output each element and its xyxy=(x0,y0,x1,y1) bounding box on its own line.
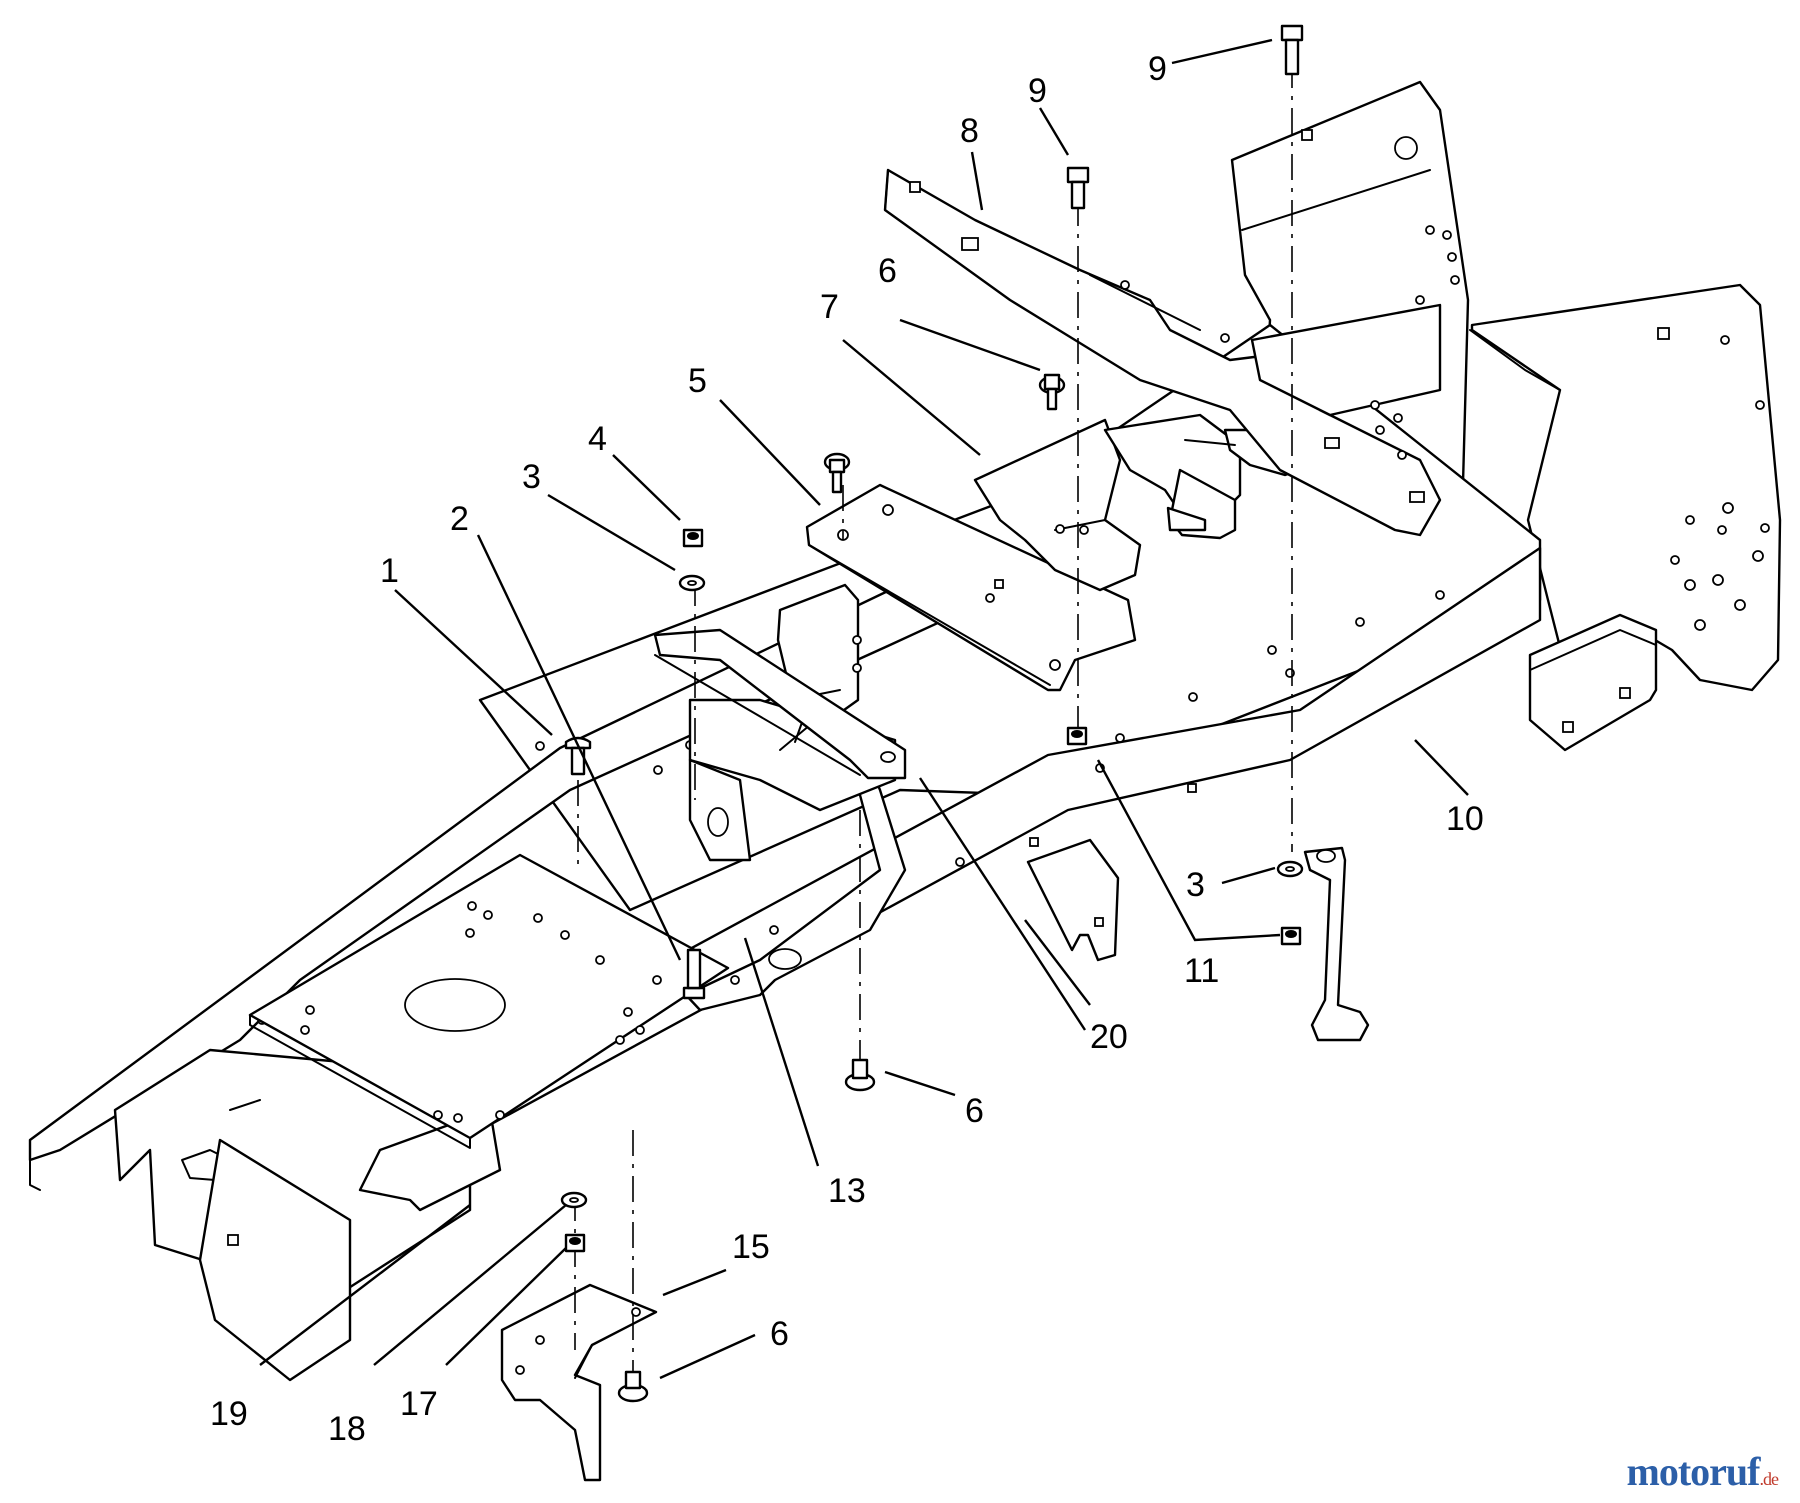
callout-15: 15 xyxy=(732,1228,770,1266)
callout-11: 11 xyxy=(1184,952,1219,990)
callout-3: 3 xyxy=(522,458,541,496)
nut-11 xyxy=(1280,926,1302,946)
callout-3-right: 3 xyxy=(1186,866,1205,904)
rear-cross-support xyxy=(1250,303,1442,460)
watermark-brand: motoruf xyxy=(1626,1449,1761,1494)
washer-3-right xyxy=(1276,860,1304,878)
callout-6-front: 6 xyxy=(770,1315,789,1353)
flange-bolt-5 xyxy=(823,452,851,494)
watermark-logo: motoruf.de xyxy=(1626,1448,1779,1495)
flange-bolt-6-front xyxy=(617,1370,649,1403)
assembly-axis-lines xyxy=(574,62,1293,1395)
callout-8: 8 xyxy=(960,112,979,150)
callout-1: 1 xyxy=(380,552,399,590)
callout-20: 20 xyxy=(1090,1018,1128,1056)
callout-17: 17 xyxy=(400,1385,438,1423)
callout-6-lower: 6 xyxy=(965,1092,984,1130)
under-frame-bracket xyxy=(1026,838,1120,962)
callout-9-mid: 9 xyxy=(1028,72,1047,110)
callout-5: 5 xyxy=(688,362,707,400)
nut-under-plate xyxy=(1066,726,1088,746)
callout-7: 7 xyxy=(820,288,839,326)
callout-4: 4 xyxy=(588,420,607,458)
rear-side-plate-right xyxy=(1469,283,1782,692)
callout-labels: 1 2 3 3 4 5 6 6 6 7 8 9 9 10 11 13 15 17… xyxy=(210,50,1484,1448)
washer-3 xyxy=(678,574,706,592)
callout-19: 19 xyxy=(210,1395,248,1433)
side-hanger-bracket xyxy=(1303,846,1370,1042)
lock-nut-4 xyxy=(682,528,704,548)
cross-bar xyxy=(883,168,1442,537)
front-axle-support xyxy=(198,1138,352,1382)
callout-10: 10 xyxy=(1446,800,1484,838)
top-plate xyxy=(805,483,1137,692)
hex-bolt-9-top xyxy=(1280,24,1304,76)
front-brace-bracket xyxy=(500,1283,658,1482)
callout-13: 13 xyxy=(828,1172,866,1210)
watermark-suffix: .de xyxy=(1759,1469,1779,1489)
flange-bolt-6-top xyxy=(1038,373,1066,411)
engine-mounting-plate xyxy=(248,853,730,1149)
rear-mount-bracket xyxy=(1528,613,1658,752)
callout-9-top: 9 xyxy=(1148,50,1167,88)
hex-bolt-9-mid xyxy=(1066,166,1090,210)
nut-17 xyxy=(564,1233,586,1253)
hex-bolt-2 xyxy=(682,948,706,1000)
leader-lines xyxy=(259,38,1469,1380)
support-bar xyxy=(653,628,907,780)
callout-6-top: 6 xyxy=(878,252,897,290)
callout-18: 18 xyxy=(328,1410,366,1448)
washer-18 xyxy=(560,1191,588,1209)
callout-2: 2 xyxy=(450,500,469,538)
flange-bolt-6-lower xyxy=(844,1058,876,1092)
